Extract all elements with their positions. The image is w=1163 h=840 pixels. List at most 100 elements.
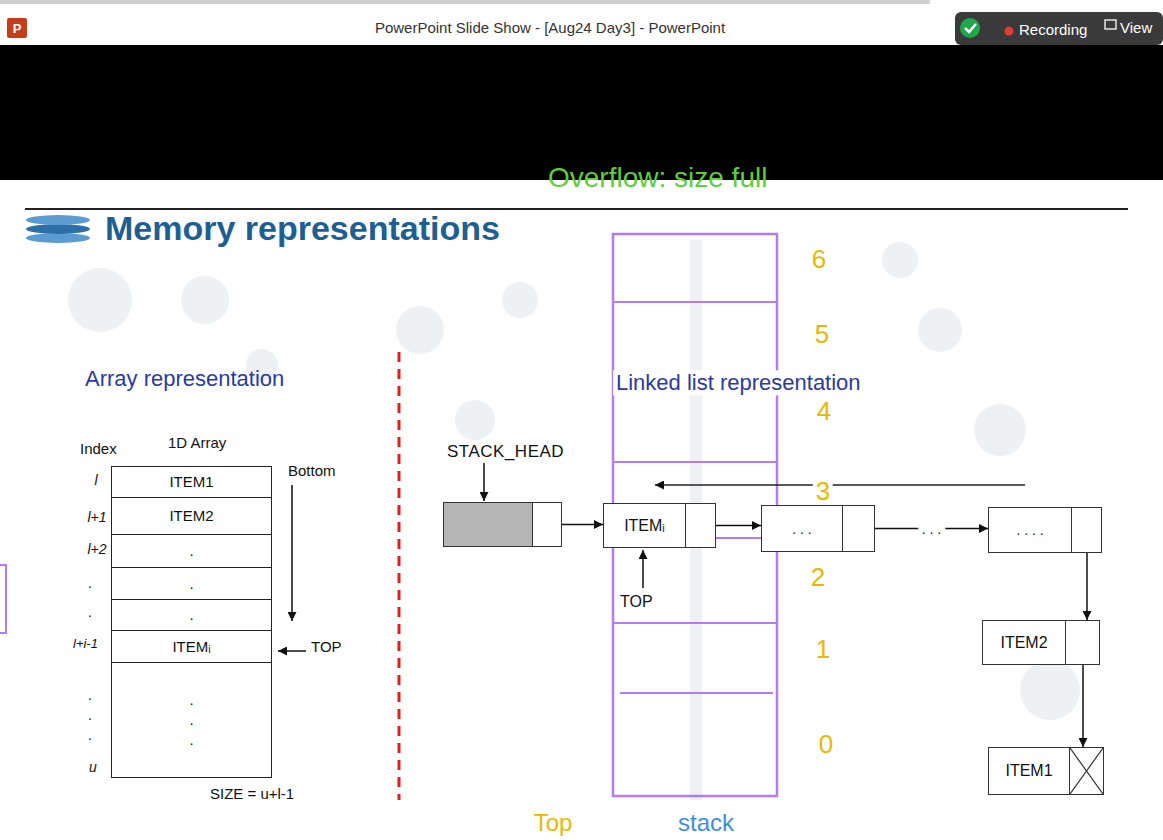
stack-index-number: 5 (815, 319, 829, 349)
window-title: PowerPoint Slide Show - [Aug24 Day3] - P… (375, 19, 725, 36)
list-node: ITEM1 (988, 747, 1104, 795)
annotation-note: stack (678, 809, 734, 836)
pointer-field (1069, 748, 1103, 794)
index-label: . (88, 727, 92, 743)
data-field: . . . (762, 506, 842, 551)
cell-text: . (189, 575, 193, 593)
index-label: l+2 (87, 541, 106, 557)
data-field: ITEM1 (989, 748, 1069, 794)
cell-text: . (189, 690, 193, 710)
stack-index-number: 1 (816, 634, 830, 664)
watermark-gear (181, 276, 229, 324)
list-node: STACK_HEAD (443, 502, 562, 547)
array-cell: ... (111, 662, 272, 778)
section-heading: Linked list representation (613, 370, 864, 395)
cross-line (1070, 748, 1103, 794)
annotation-note: Top (534, 809, 573, 836)
data-field: ITEM2 (983, 621, 1065, 664)
recording-panel (955, 12, 1163, 45)
watermark-bubble (882, 242, 918, 278)
title-icon (26, 215, 90, 225)
slide-title: Memory representations (105, 209, 500, 247)
column-heading: 1D Array (168, 434, 226, 451)
list-node: ITEMᵢ (603, 503, 716, 548)
index-label: . (88, 604, 92, 620)
cell-text: ITEM1 (169, 473, 213, 491)
index-label: l+1 (87, 509, 106, 525)
section-heading: Array representation (85, 366, 284, 391)
app-icon-letter: P (13, 21, 22, 36)
pointer-field (1065, 621, 1099, 664)
cell-text: ITEM2 (169, 507, 213, 525)
pointer-link (1086, 553, 1088, 620)
cell-text: . (189, 730, 193, 750)
watermark-bubble (974, 404, 1026, 456)
head-pointer-arrow (483, 463, 485, 501)
pointer-link (562, 524, 603, 526)
view-button: View (1120, 19, 1152, 36)
stack-index-number: 2 (811, 562, 825, 592)
window-edge (0, 0, 930, 4)
window-title-bar (0, 0, 1163, 45)
array-cell: ITEMᵢ (111, 630, 272, 662)
stack-index-number: 3 (813, 476, 833, 506)
pointer-label: TOP (620, 593, 653, 610)
size-formula: SIZE = u+l-1 (210, 785, 294, 802)
cell-text: . (189, 542, 193, 560)
watermark-bubble (918, 308, 962, 352)
array-cell: . (111, 567, 272, 599)
node-text: ITEMᵢ (624, 517, 665, 535)
watermark-gear (68, 268, 132, 332)
top-pointer-arrow (278, 650, 306, 652)
array-cell: ITEM1 (111, 466, 272, 497)
null-pointer-cross (1070, 748, 1103, 794)
stack-index-number: 6 (812, 244, 826, 274)
pointer-label: Bottom (288, 462, 336, 479)
title-icon (26, 233, 90, 243)
node-text: . . . . (1016, 522, 1043, 538)
list-node: . . . (761, 505, 875, 552)
cell-text: . (189, 606, 193, 624)
check-mark (965, 24, 976, 32)
stack-slot-line (613, 461, 777, 463)
stack-index-number: 4 (817, 396, 831, 426)
cross-line (1070, 748, 1103, 794)
app-icon (7, 18, 27, 38)
index-label: l (94, 472, 97, 488)
pointer-label: TOP (311, 638, 342, 655)
stack-slot-line (613, 622, 777, 624)
pointer-field (1071, 508, 1101, 552)
black-band (0, 45, 1163, 180)
node-heading: STACK_HEAD (447, 442, 564, 461)
data-field: ITEMᵢ (604, 504, 685, 547)
array-cell: . (111, 534, 272, 567)
data-field (444, 503, 532, 546)
slide-ground (0, 180, 1163, 840)
data-field: . . . . (989, 508, 1071, 552)
index-label: . (88, 687, 92, 703)
title-icon (26, 224, 90, 234)
watermark (68, 240, 1080, 800)
node-text: ITEM1 (1005, 762, 1052, 780)
cell-text: ITEMᵢ (172, 638, 210, 656)
watermark-bubble (396, 306, 444, 354)
index-label: l+i-1 (73, 636, 98, 651)
watermark-bubble (1020, 660, 1080, 720)
view-icon (1105, 20, 1116, 29)
pointer-link (716, 525, 761, 527)
column-heading: Index (80, 440, 117, 457)
stack-slot-line (613, 301, 777, 303)
link-label: . . . (918, 520, 945, 536)
pointer-field (842, 506, 874, 551)
index-label: . (88, 575, 92, 591)
annotation-box (0, 565, 6, 633)
pointer-field (532, 503, 561, 546)
divider-line (398, 352, 401, 800)
node-text: ITEM2 (1000, 634, 1047, 652)
direction-arrow (291, 485, 293, 621)
record-dot (1005, 27, 1014, 36)
annotation-arrow (655, 484, 1025, 485)
list-node: ITEM2 (982, 620, 1100, 665)
list-node: . . . . (988, 507, 1102, 553)
annotation-note: Overflow: size full (548, 162, 767, 193)
